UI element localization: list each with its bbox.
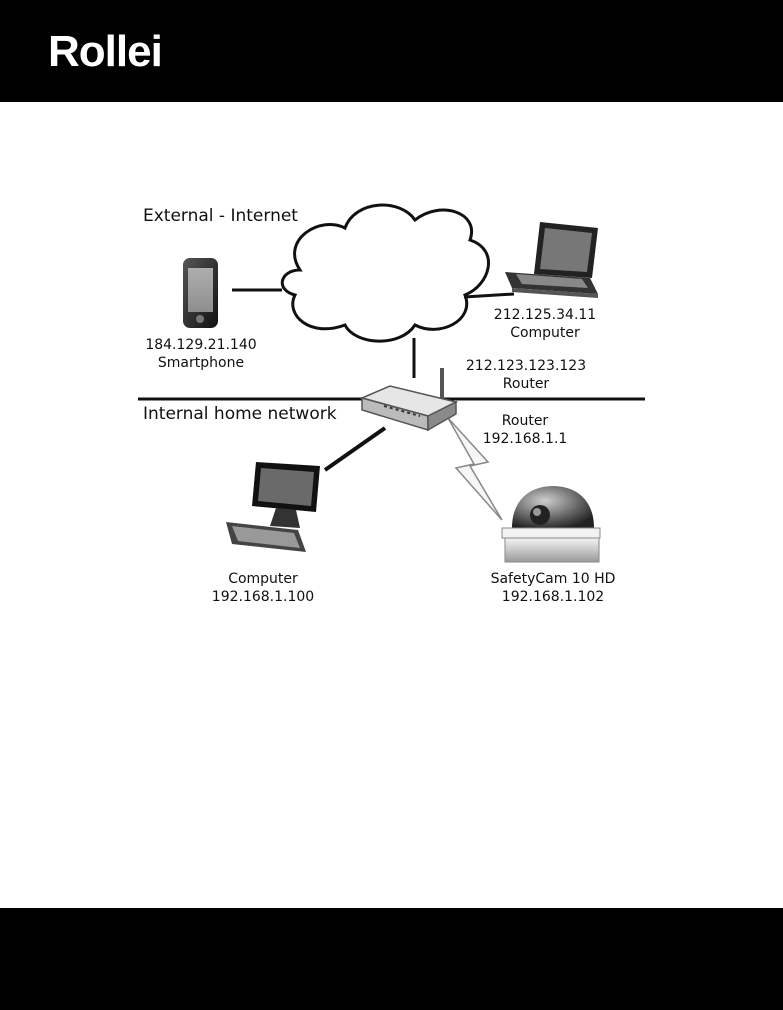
desktop-link xyxy=(325,428,385,470)
router-internal-ip: 192.168.1.1 xyxy=(470,430,580,448)
laptop-link xyxy=(464,294,514,297)
internet-cloud xyxy=(282,205,488,341)
router-external-ip: 212.123.123.123 xyxy=(458,357,594,375)
laptop-label: 212.125.34.11 Computer xyxy=(480,306,610,342)
router-internal-name: Router xyxy=(470,412,580,430)
smartphone-ip: 184.129.21.140 xyxy=(136,336,266,354)
router-internal-label: Router 192.168.1.1 xyxy=(470,412,580,448)
smartphone-name: Smartphone xyxy=(136,354,266,372)
camera-name: SafetyCam 10 HD xyxy=(478,570,628,588)
zone-label-internal: Internal home network xyxy=(143,404,337,424)
desktop-ip: 192.168.1.100 xyxy=(198,588,328,606)
router-external-name: Router xyxy=(458,375,594,393)
camera-ip: 192.168.1.102 xyxy=(478,588,628,606)
router-external-label: 212.123.123.123 Router xyxy=(458,357,594,393)
router-icon xyxy=(362,368,456,430)
smartphone-label: 184.129.21.140 Smartphone xyxy=(136,336,266,372)
dome-camera-icon xyxy=(502,486,600,562)
laptop-ip: 212.125.34.11 xyxy=(480,306,610,324)
zone-label-external: External - Internet xyxy=(143,206,298,226)
smartphone-icon xyxy=(183,258,218,328)
footer-bar xyxy=(0,908,783,1010)
laptop-name: Computer xyxy=(480,324,610,342)
desktop-label: Computer 192.168.1.100 xyxy=(198,570,328,606)
laptop-icon xyxy=(505,222,598,298)
camera-label: SafetyCam 10 HD 192.168.1.102 xyxy=(478,570,628,606)
desktop-computer-icon xyxy=(226,462,320,552)
desktop-name: Computer xyxy=(198,570,328,588)
